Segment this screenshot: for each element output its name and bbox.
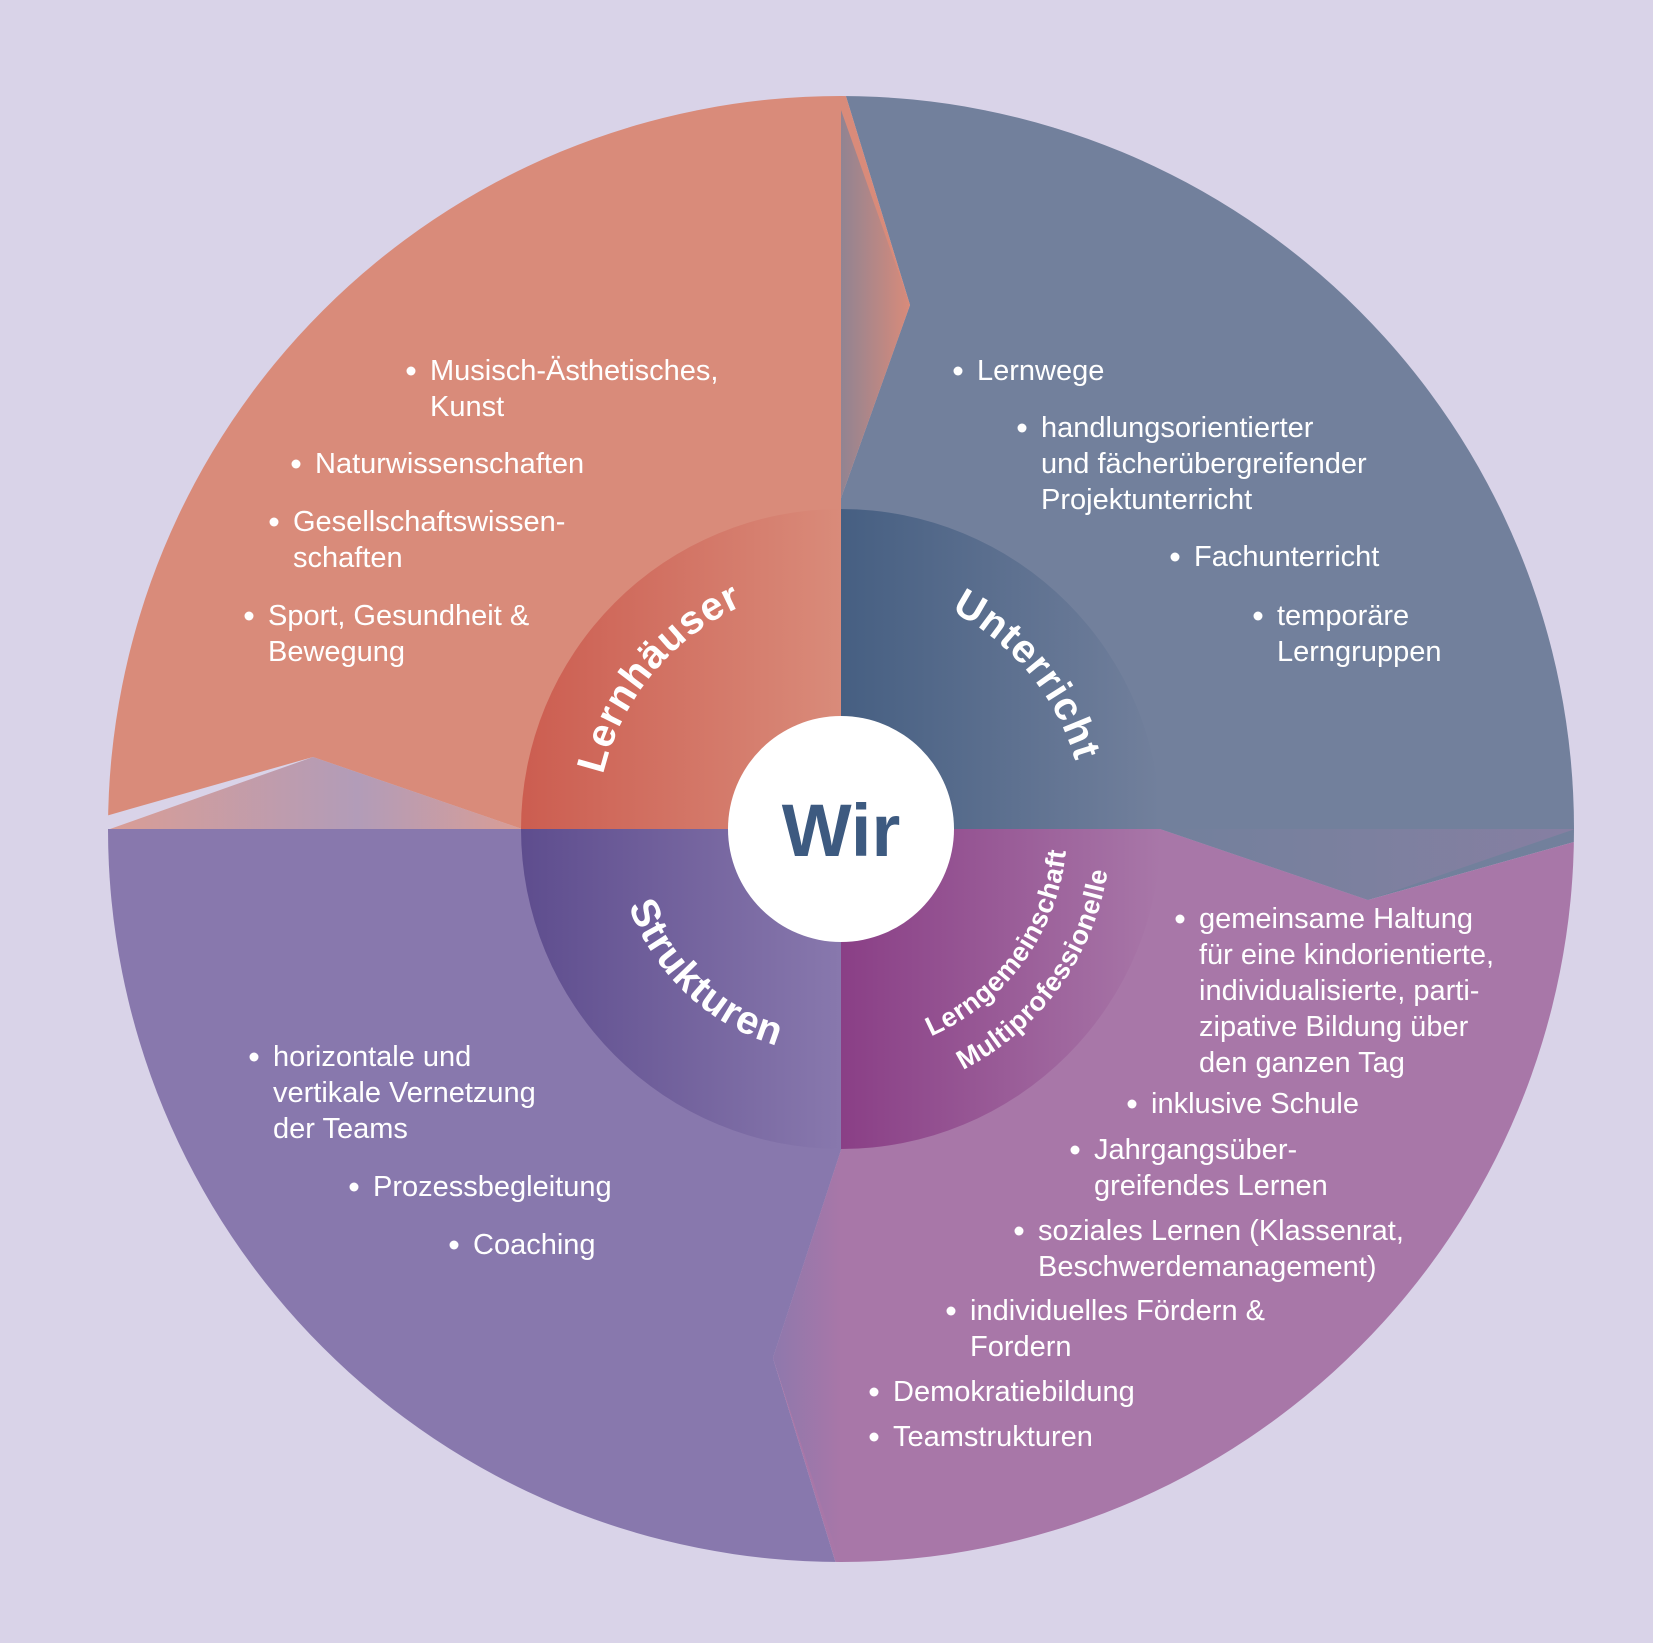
list-item-line: schaften: [293, 542, 403, 574]
list-item-line: Bewegung: [268, 636, 405, 668]
list-item-line: soziales Lernen (Klassenrat,: [1038, 1215, 1404, 1247]
list-item-unterricht: Lernwege: [977, 355, 1104, 387]
list-item-strukturen: gemeinsame Haltung für eine kindorientier…: [1199, 903, 1494, 1079]
bullet-icon: [869, 1387, 879, 1397]
bullet-icon: [244, 611, 254, 621]
list-item-line: Lernwege: [977, 355, 1104, 387]
inner-segment-strukturen: [841, 829, 1161, 1149]
bullet-icon: [249, 1052, 259, 1062]
list-item-line: Teamstrukturen: [893, 1421, 1093, 1453]
list-item-strukturen: individuelles Fördern & Fordern: [970, 1295, 1265, 1363]
list-item-unterricht: handlungsorientierter und fächerübergreif…: [1041, 412, 1367, 516]
list-item-line: Gesellschaftswissen-: [293, 506, 565, 538]
list-item-line: Prozessbegleitung: [373, 1171, 612, 1203]
list-item-line: Coaching: [473, 1229, 596, 1261]
bullet-icon: [869, 1432, 879, 1442]
list-lerngemeinschaft: horizontale und vertikale Vernetzung der T…: [249, 1041, 612, 1261]
center-circle: [728, 716, 954, 942]
list-item-strukturen: Demokratiebildung: [893, 1376, 1135, 1408]
list-item-line: Beschwerdemanagement): [1038, 1251, 1377, 1283]
list-item-line: Projektunterricht: [1041, 484, 1252, 516]
inner-segment-lernhaeuser: [521, 509, 841, 829]
bullet-icon: [1017, 423, 1027, 433]
list-item-lernhaeuser: Naturwissenschaften: [315, 448, 584, 480]
bullet-icon: [349, 1182, 359, 1192]
list-item-lernhaeuser: Sport, Gesundheit & Bewegung: [268, 600, 529, 668]
list-item-lernhaeuser: Gesellschaftswissen-schaften: [293, 506, 565, 574]
list-item-line: inklusive Schule: [1151, 1088, 1359, 1120]
bullet-icon: [406, 366, 416, 376]
list-item-strukturen: inklusive Schule: [1151, 1088, 1359, 1120]
bullet-icon: [449, 1240, 459, 1250]
list-item-line: individuelles Fördern &: [970, 1295, 1265, 1327]
list-item-line: Sport, Gesundheit &: [268, 600, 529, 632]
bullet-icon: [1127, 1099, 1137, 1109]
list-item-line: gemeinsame Haltung: [1199, 903, 1473, 935]
list-item-strukturen: soziales Lernen (Klassenrat, Beschwerdema…: [1038, 1215, 1404, 1283]
list-item-line: Fachunterricht: [1194, 541, 1379, 573]
list-item-line: für eine kindorientierte,: [1199, 939, 1494, 971]
list-lernhaeuser: Musisch-Ästhetisches, KunstNaturwissensch…: [244, 355, 719, 668]
list-item-line: und fächerübergreifender: [1041, 448, 1367, 480]
list-item-line: handlungsorientierter: [1041, 412, 1314, 444]
list-item-lernhaeuser: Musisch-Ästhetisches, Kunst: [430, 355, 719, 423]
list-item-line: Lerngruppen: [1277, 636, 1441, 668]
inner-segment-lerngemeinschaft: [521, 829, 841, 1149]
list-item-strukturen: Jahrgangsüber-greifendes Lernen: [1094, 1134, 1328, 1202]
bullet-icon: [1070, 1145, 1080, 1155]
inner-segment-unterricht: [841, 509, 1161, 829]
list-item-line: Jahrgangsüber-: [1094, 1134, 1297, 1166]
list-item-line: Kunst: [430, 391, 504, 423]
bullet-icon: [953, 366, 963, 376]
blend-notch-left: [110, 757, 522, 829]
list-item-line: greifendes Lernen: [1094, 1170, 1328, 1202]
bullet-icon: [1175, 914, 1185, 924]
bullet-icon: [291, 459, 301, 469]
list-unterricht: Lernwege handlungsorientierter und fächerü…: [953, 355, 1441, 668]
bullet-icon: [1253, 611, 1263, 621]
bullet-icon: [269, 517, 279, 527]
blend-notch-bottom: [773, 1150, 841, 1562]
inner-ring: [521, 509, 1161, 1149]
list-item-line: Naturwissenschaften: [315, 448, 584, 480]
center-label: Wir: [782, 789, 901, 872]
list-item-lerngemeinschaft: horizontale und vertikale Vernetzung der T…: [273, 1041, 536, 1145]
blend-notch-top: [841, 110, 910, 498]
list-item-line: horizontale und: [273, 1041, 471, 1073]
bullet-icon: [946, 1306, 956, 1316]
list-item-line: der Teams: [273, 1113, 408, 1145]
list-item-line: temporäre: [1277, 600, 1409, 632]
list-item-line: den ganzen Tag: [1199, 1047, 1405, 1079]
bullet-icon: [1170, 552, 1180, 562]
list-item-line: zipative Bildung über: [1199, 1011, 1469, 1043]
list-item-line: individualisierte, parti-: [1199, 975, 1479, 1007]
list-item-line: Demokratiebildung: [893, 1376, 1135, 1408]
list-strukturen: gemeinsame Haltung für eine kindorientier…: [869, 903, 1494, 1453]
list-item-strukturen: Teamstrukturen: [893, 1421, 1093, 1453]
list-item-line: vertikale Vernetzung: [273, 1077, 536, 1109]
list-item-lerngemeinschaft: Coaching: [473, 1229, 596, 1261]
list-item-lerngemeinschaft: Prozessbegleitung: [373, 1171, 612, 1203]
blend-notch-right: [1160, 829, 1574, 900]
list-item-line: Musisch-Ästhetisches,: [430, 355, 719, 387]
list-item-line: Fordern: [970, 1331, 1072, 1363]
list-item-unterricht: Fachunterricht: [1194, 541, 1379, 573]
bullet-icon: [1014, 1226, 1024, 1236]
